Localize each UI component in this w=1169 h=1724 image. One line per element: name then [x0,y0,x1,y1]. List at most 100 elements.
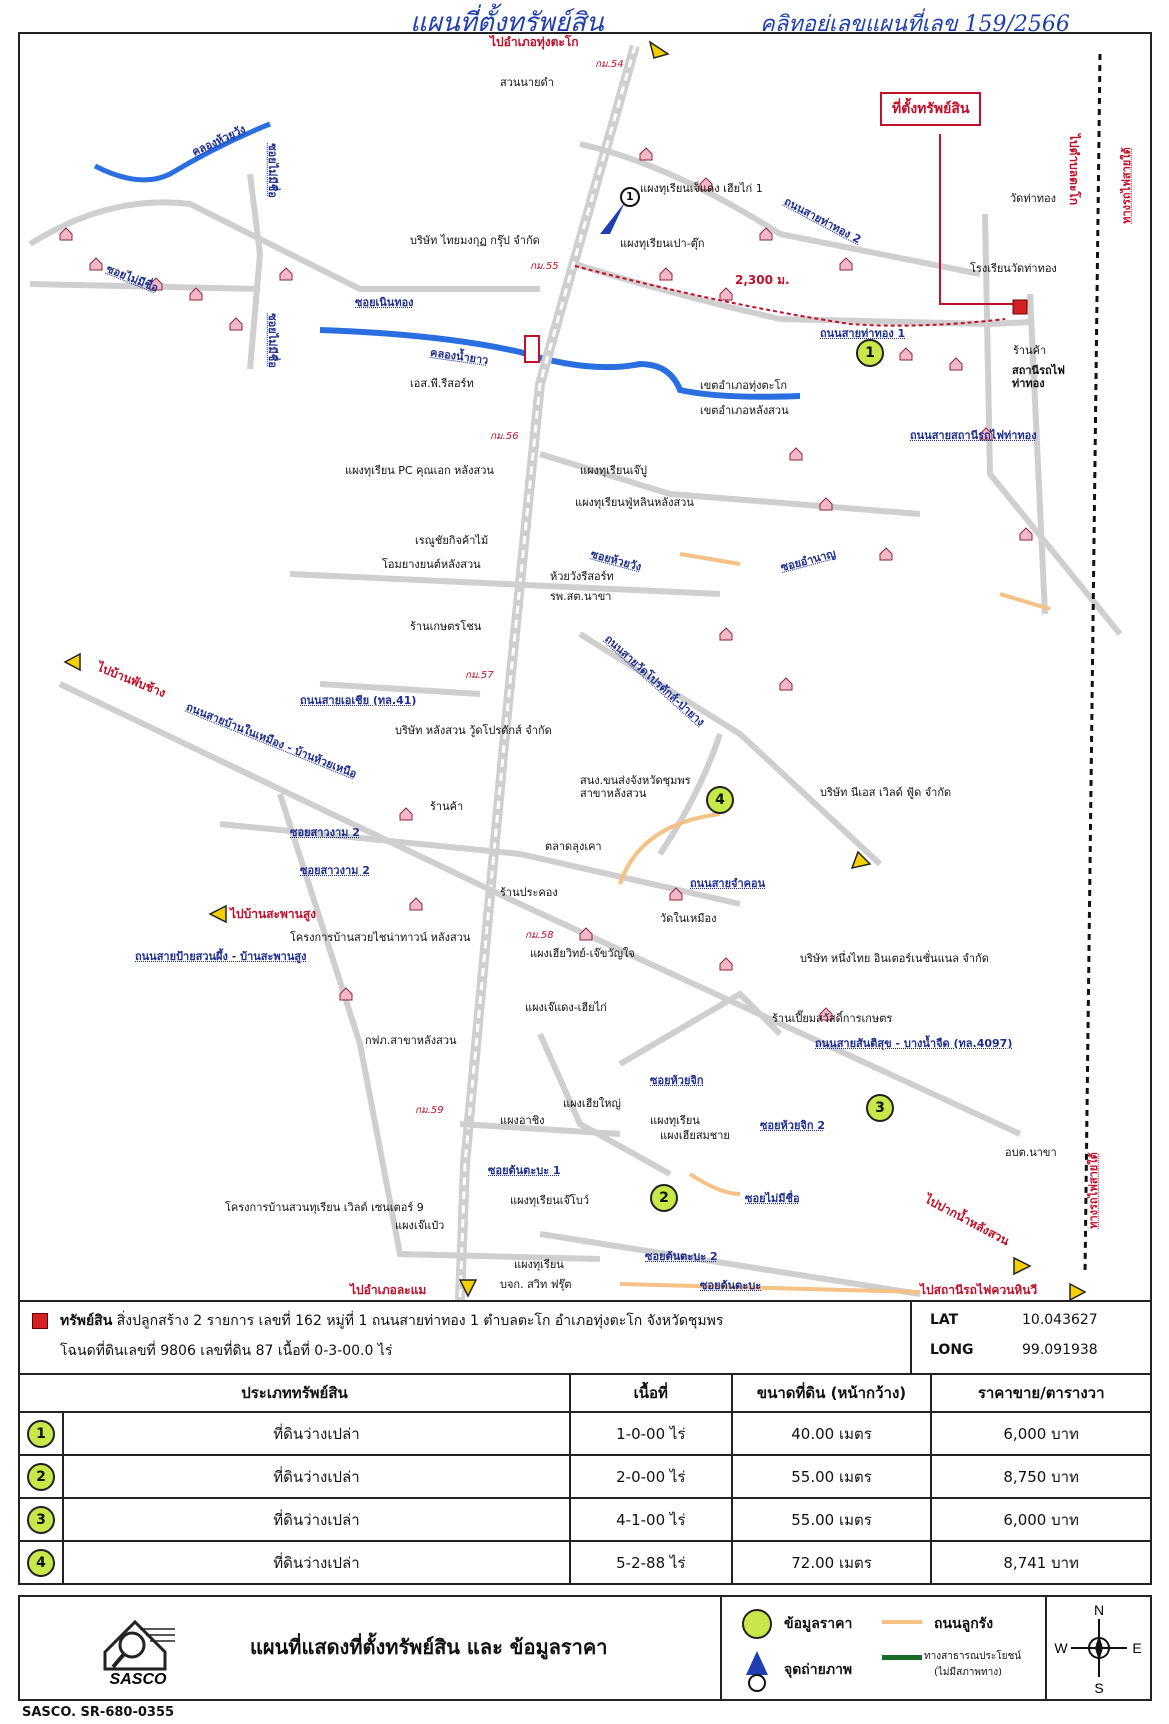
table-row: 4 ที่ดินว่างเปล่า 5-2-88 ไร่ 72.00 เมตร … [18,1540,1152,1585]
road-tha-thong-1: ถนนสายท่าทอง 1 [820,327,906,340]
place-wat-prod: บริษัท หลังสวน วู้ดโปรดักส์ จำกัด [395,724,552,737]
legend-public-way-note: (ไม่มีสภาพทาง) [934,1667,1003,1678]
row-type: ที่ดินว่างเปล่า [61,1411,571,1456]
legend-public-way: ทางสาธารณประโยชน์ [924,1651,1022,1662]
row-area: 2-0-00 ไร่ [568,1454,733,1499]
row-marker: 3 [26,1505,55,1534]
km-55: กม.55 [530,261,559,272]
row-width: 72.00 เมตร [730,1540,933,1585]
laterite-road-swatch [882,1620,922,1624]
plot-marker-4[interactable]: 4 [706,786,734,814]
header-area: เนื้อที่ [568,1373,733,1413]
km-54: กม.54 [595,59,624,70]
asset-info-box: ทรัพย์สิน สิ่งปลูกสร้าง 2 รายการ เลขที่ … [18,1300,1152,1375]
place-project-suay: โครงการบ้านสวยไชน่าทาวน์ หลังสวน [290,931,471,944]
place-wat-nai-mueang: วัดในเหมือง [660,912,717,925]
table-row: 3 ที่ดินว่างเปล่า 4-1-00 ไร่ 55.00 เมตร … [18,1497,1152,1542]
compass-rose-icon: N S E W [1054,1602,1141,1696]
place-post-office: สนง.ขนส่งจังหวัดชุมพร สาขาหลังสวน [580,774,691,800]
place-durian-swift-a: แผงทุเรียน [514,1258,564,1271]
soi-noname-3: ซอยไม่มีชื่อ [265,313,279,368]
header-type: ประเภททรัพย์สิน [18,1373,571,1413]
sasco-logo: SASCO [80,1607,200,1688]
rail-label-top: ทางรถไฟสายใต้ [1119,147,1133,224]
soi-sawngam-2: ซอยสาวงาม 2 [290,826,360,839]
price-table: ประเภททรัพย์สิน เนื้อที่ ขนาดที่ดิน (หน้… [18,1373,1152,1585]
table-row: 1 ที่ดินว่างเปล่า 1-0-00 ไร่ 40.00 เมตร … [18,1411,1152,1456]
map-area[interactable]: ที่ตั้งทรัพย์สิน 1 ไปอำเภอทุ่งตะโก ไปอำเ… [18,32,1152,1302]
asset-info-label: ทรัพย์สิน [60,1313,113,1329]
place-durian-somchai: แผงเฮียสมชาย [660,1129,730,1142]
plot-marker-3[interactable]: 3 [866,1094,894,1122]
compass-e: E [1132,1640,1141,1656]
row-price: 6,000 บาท [930,1411,1152,1456]
distance-label: 2,300 ม. [735,273,790,287]
road-jakon: ถนนสายจำคอน [690,877,766,890]
dirt-roads [618,552,1051,1294]
photo-point-marker [600,187,640,234]
row-type: ที่ดินว่างเปล่า [61,1540,571,1585]
soi-tontakaba-2: ซอยต้นตะบะ 2 [645,1250,718,1263]
dir-south: ไปอำเภอละแม [350,1283,427,1297]
plot-marker-1[interactable]: 1 [856,339,884,367]
road-asia: ถนนสายเอเชีย (ทล.41) [300,694,417,707]
row-type: ที่ดินว่างเปล่า [61,1497,571,1542]
row-area: 5-2-88 ไร่ [568,1540,733,1585]
house-icons [59,147,1033,1021]
plot-marker-2[interactable]: 2 [650,1184,678,1212]
public-way-swatch [882,1655,922,1660]
soi-huaijik-2: ซอยห้วยจิก 2 [760,1119,825,1132]
soi-nernthong: ซอยเนินทอง [355,296,414,309]
soi-sawngam-3: ซอยสาวงาม 2 [300,864,370,877]
place-durian-jeng: แผงทุเรียนเจ็แดง เฮียไก่ 1 [640,182,763,195]
place-jeng-pao: แผงเจ๊แป๋ว [395,1219,445,1232]
place-station: สถานีรถไฟ ท่าทอง [1012,364,1065,390]
footer-code: SASCO. SR-680-0355 [22,1705,175,1720]
route-line [574,265,1006,327]
place-durian-jeng2: แผงเจ๊แดง-เฮียไก่ [525,1001,607,1014]
row-width: 55.00 เมตร [730,1454,933,1499]
place-shop-station: ร้านค้า [1013,344,1047,357]
canal-main [319,327,801,400]
compass: N S E W [1045,1597,1152,1699]
place-durian-fu: แผงทุเรียนฟู่หลินหลังสวน [575,496,694,509]
place-tire-shop: โอมยางยนต์หลังสวน [382,558,481,571]
place-thai-mongkol: บริษัท ไทยมงกุฏ กรุ๊ป จำกัด [410,234,540,247]
place-shop-k: ร้านค้า [430,800,464,813]
place-durian-b: แผงทุเรียน [650,1114,700,1127]
boundary-tung: เขตอำเภอทุ่งตะโก [700,379,788,392]
place-obt: อบต.นาขา [1005,1146,1057,1159]
place-nes-world: บริษัท นีเอส เวิลด์ ฟู้ด จำกัด [820,786,952,799]
km-58: กม.58 [525,930,554,941]
km-56: กม.56 [490,431,519,442]
row-width: 55.00 เมตร [730,1497,933,1542]
row-type: ที่ดินว่างเปล่า [61,1454,571,1499]
lat-value: 10.043627 [1022,1312,1098,1328]
legend-photo-point: จุดถ่ายภาพ [784,1662,853,1678]
asset-info-text: สิ่งปลูกสร้าง 2 รายการ เลขที่ 162 หมู่ที… [116,1313,724,1329]
place-wat-tha-thong: วัดท่าทอง [1010,192,1056,205]
row-price: 8,741 บาท [930,1540,1152,1585]
compass-s: S [1094,1680,1103,1696]
place-school: โรงเรียนวัดท่าทอง [970,262,1057,275]
place-aching: แผงอาชิง [500,1114,545,1127]
place-big-durian: แผงเฮียใหญ่ [563,1097,621,1110]
photo-point-number: 1 [626,190,634,203]
place-phoey-shop: ร้านเปี๊ยมสวัสดิ์การเกษตร [772,1012,893,1025]
place-wood-shop: เรณูชัยกิจค้าไม้ [415,534,489,547]
canal-top [93,121,271,183]
lat-label: LAT [930,1312,959,1328]
dir-west-lower: ไปบ้านสะพานสูง [230,907,317,921]
header-width: ขนาดที่ดิน (หน้ากว้าง) [730,1373,933,1413]
road-pattana: ถนนสายป้ายสวนผึ้ง - บ้านสะพานสูง [135,950,307,963]
asset-label: ที่ตั้งทรัพย์สิน [880,92,982,126]
sasco-logo-text: SASCO [110,1671,167,1687]
place-s-resort: เอส.พี.รีสอร์ท [410,377,474,390]
compass-w: W [1054,1640,1068,1656]
row-width: 40.00 เมตร [730,1411,933,1456]
place-durian-sia: แผงเฮียวิทย์-เจ๊ขวัญใจ [530,947,635,960]
place-durian-jew: แผงทุเรียนเจ๊ปู [580,464,647,477]
legend-title: แผนที่แสดงที่ตั้งทรัพย์สิน และ ข้อมูลราค… [250,1635,608,1659]
place-durian-pc: แผงทุเรียน PC คุณเอก หลังสวน [345,464,494,477]
legend-laterite-road: ถนนลูกรัง [934,1616,994,1632]
